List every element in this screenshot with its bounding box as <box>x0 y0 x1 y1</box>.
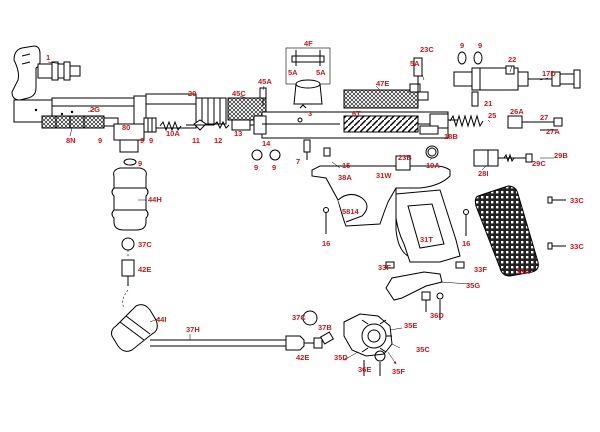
label-35f: 35F <box>392 367 405 376</box>
label-5a-2: 5A <box>316 68 326 77</box>
label-33a: 33A <box>516 267 530 276</box>
label-33f-b: 33F <box>474 265 487 274</box>
label-35g: 35G <box>466 281 480 290</box>
label-44i: 44I <box>156 315 166 324</box>
label-16a: 16 <box>322 239 330 248</box>
part-80-adapter <box>113 117 157 153</box>
part-16-screws <box>323 207 469 236</box>
label-9g: 9 <box>460 41 464 50</box>
label-38a: 38A <box>338 173 352 182</box>
label-28i: 28I <box>478 169 488 178</box>
label-18b: 18B <box>444 132 458 141</box>
label-33c-a: 33C <box>570 196 584 205</box>
label-9b: 9 <box>140 136 144 145</box>
label-3: 3 <box>308 109 312 118</box>
label-15: 15 <box>342 161 350 170</box>
label-31t: 31T <box>420 235 433 244</box>
label-45c: 45C <box>232 89 246 98</box>
label-36e: 36E <box>358 365 371 374</box>
label-17d: 17D <box>542 69 556 78</box>
label-14: 14 <box>262 139 271 148</box>
label-20: 20 <box>188 89 196 98</box>
label-42e-b: 42E <box>296 353 309 362</box>
label-37c-b: 37C <box>292 313 306 322</box>
label-5a-3: 5A <box>410 59 420 68</box>
part-17d-front <box>413 51 581 121</box>
label-25: 25 <box>488 111 496 120</box>
label-35c: 35C <box>416 345 430 354</box>
part-25-spring-guide <box>429 113 563 131</box>
label-37c-a: 37C <box>138 240 152 249</box>
part-33c-screws <box>547 196 566 250</box>
label-35e: 35E <box>404 321 417 330</box>
label-2g: 2G <box>90 105 100 114</box>
label-80: 80 <box>122 123 130 132</box>
label-42e-a: 42E <box>138 265 151 274</box>
label-27a: 27A <box>546 127 560 136</box>
label-26a: 26A <box>510 107 524 116</box>
label-44h: 44H <box>148 195 162 204</box>
label-8n: 8N <box>66 136 76 145</box>
label-31w: 31W <box>376 171 392 180</box>
part-44h-bottle <box>111 158 149 231</box>
label-6t: 6T <box>352 109 361 118</box>
label-36d: 36D <box>430 311 444 320</box>
part-31t-grip-frame <box>395 189 461 263</box>
part-6t-receiver <box>253 111 449 139</box>
part-8n-knurled-rings <box>41 115 119 129</box>
label-9c: 9 <box>149 136 153 145</box>
label-11: 11 <box>192 136 200 145</box>
label-21: 21 <box>484 99 492 108</box>
part-10a-13-small <box>159 119 258 132</box>
label-35d: 35D <box>334 353 348 362</box>
label-37h: 37H <box>186 325 200 334</box>
label-9f: 9 <box>272 163 276 172</box>
part-33f-35g-36d <box>385 261 465 320</box>
part-33a-grip-panel <box>474 185 539 277</box>
label-1: 1 <box>46 53 50 62</box>
part-28i-29c <box>473 149 533 167</box>
label-9e: 9 <box>254 163 258 172</box>
part-44i-37h <box>111 304 323 352</box>
part-4f-clamp <box>285 47 331 109</box>
label-9h: 9 <box>478 41 482 50</box>
label-9i: 9 <box>138 159 142 168</box>
label-33f-a: 33F <box>378 263 391 272</box>
part-37c-37b-lower <box>302 310 335 345</box>
label-10a: 10A <box>166 129 180 138</box>
label-12: 12 <box>214 136 222 145</box>
label-47e: 47E <box>376 79 389 88</box>
label-5814: 5814 <box>342 207 360 216</box>
part-45c-block <box>227 87 267 121</box>
label-29c: 29C <box>532 159 546 168</box>
label-5a-1: 5A <box>288 68 298 77</box>
part-18b-19a <box>251 125 439 161</box>
leader-lines <box>47 61 554 349</box>
label-27: 27 <box>540 113 548 122</box>
label-9a: 9 <box>98 136 102 145</box>
label-13: 13 <box>234 129 242 138</box>
part-1-knob <box>11 45 81 101</box>
label-45a: 45A <box>258 77 272 86</box>
label-23c: 23C <box>420 45 434 54</box>
label-33c-b: 33C <box>570 242 584 251</box>
part-35c-regulator <box>343 313 397 376</box>
label-37b: 37B <box>318 323 332 332</box>
label-22: 22 <box>508 55 516 64</box>
part-labels: 1 2G 8N 9 80 9 9 10A 11 12 13 20 45C 45A… <box>46 39 584 376</box>
label-16b: 16 <box>462 239 470 248</box>
part-47e-rail <box>343 83 421 109</box>
label-4f: 4F <box>304 39 313 48</box>
label-19a: 19A <box>426 161 440 170</box>
label-23b: 23B <box>398 153 412 162</box>
label-29b: 29B <box>554 151 568 160</box>
part-37c-42e <box>121 237 135 309</box>
label-7: 7 <box>296 157 300 166</box>
